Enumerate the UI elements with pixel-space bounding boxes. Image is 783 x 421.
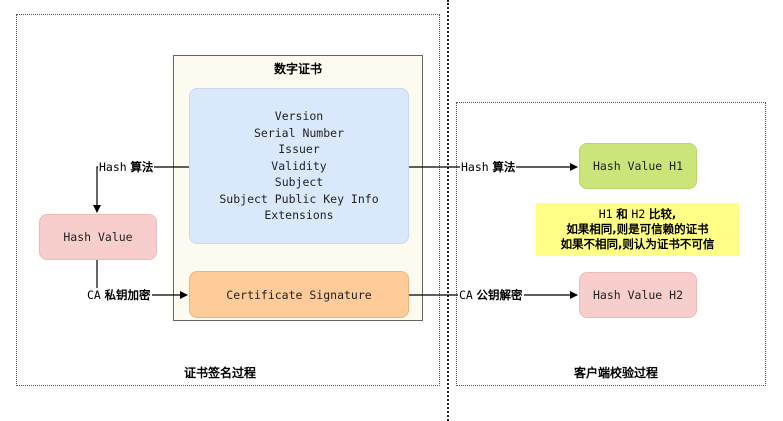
hash-value-h2-box: Hash Value H2 bbox=[579, 272, 697, 318]
verify-process-title: 客户端校验过程 bbox=[573, 366, 658, 380]
certificate-fields-box: Version Serial Number Issuer Validity Su… bbox=[189, 88, 409, 244]
left-ca-private-key-label: CA 私钥加密 bbox=[86, 288, 152, 302]
signing-process-title: 证书签名过程 bbox=[183, 366, 256, 380]
verify-region bbox=[456, 102, 766, 386]
signing-region bbox=[16, 14, 440, 386]
arrow-cert-to-hash bbox=[93, 166, 189, 213]
field-extensions: Extensions bbox=[264, 208, 334, 223]
right-hash-algorithm-label: Hash 算法 bbox=[460, 160, 517, 174]
field-issuer: Issuer bbox=[278, 142, 320, 157]
comparison-note: H1 和 H2 比较, 如果相同,则是可信赖的证书 如果不相同,则认为证书不可信 bbox=[536, 203, 739, 256]
certificate-signature-box: Certificate Signature bbox=[189, 271, 409, 318]
field-version: Version bbox=[274, 109, 324, 124]
field-subject: Subject bbox=[274, 175, 324, 190]
right-ca-public-key-label: CA 公钥解密 bbox=[458, 288, 524, 302]
field-subject-public-key-info: Subject Public Key Info bbox=[219, 191, 379, 206]
field-validity: Validity bbox=[271, 158, 327, 173]
left-hash-algorithm-label: Hash 算法 bbox=[98, 160, 155, 174]
comparison-note-line2: 如果相同,则是可信赖的证书 bbox=[566, 222, 709, 236]
certificate-title: 数字证书 bbox=[273, 62, 322, 76]
comparison-note-line1: H1 和 H2 比较, bbox=[598, 207, 677, 221]
hash-value-h1-box: Hash Value H1 bbox=[579, 143, 697, 189]
comparison-note-line3: 如果不相同,则认为证书不可信 bbox=[560, 237, 715, 251]
hash-value-box: Hash Value bbox=[39, 214, 157, 260]
field-serial-number: Serial Number bbox=[253, 125, 344, 140]
divider-line bbox=[447, 0, 449, 421]
